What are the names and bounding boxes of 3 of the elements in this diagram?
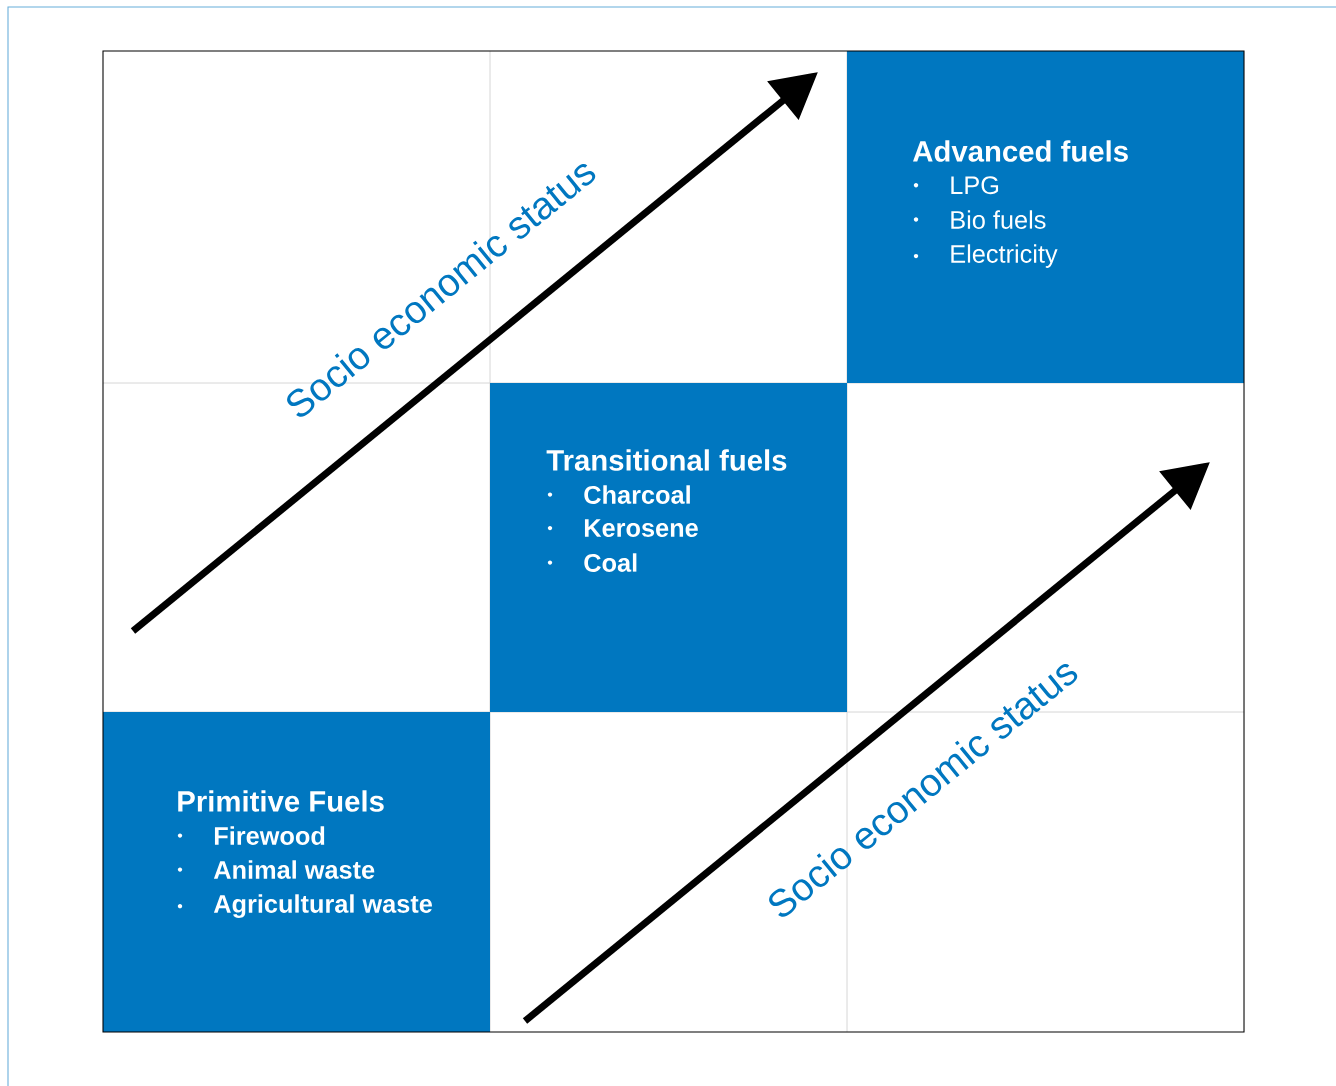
fuel-box: Advanced fuels LPG Bio fuels Electricity (847, 51, 1244, 383)
fuel-box: Transitional fuels Charcoal Kerosene Coal (490, 383, 847, 712)
fuel-box: Primitive Fuels Firewood Animal waste Agricultural waste (103, 712, 490, 1032)
